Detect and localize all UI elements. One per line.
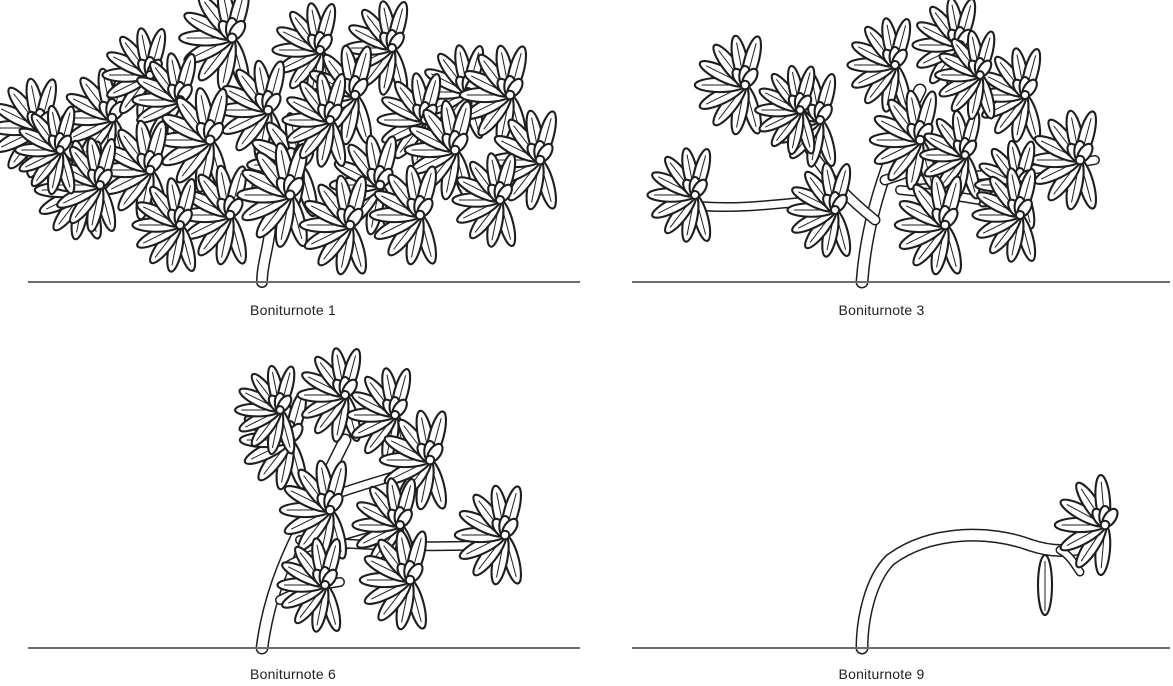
leaf-hub (426, 456, 435, 465)
leaf-hub (1021, 91, 1029, 99)
leaf-hub (286, 191, 295, 200)
leaf-hub (501, 531, 510, 540)
leaf-hub (206, 136, 215, 145)
panel-boniturnote-1: Boniturnote 1 (0, 0, 586, 330)
panel-boniturnote-9: Boniturnote 9 (590, 350, 1173, 686)
leaf-rosette (695, 34, 765, 135)
leaf-hub (891, 61, 899, 69)
leaf-hub (416, 211, 425, 220)
leaf-hub (96, 181, 104, 189)
leaf-hub (108, 114, 117, 123)
leaf-hub (326, 506, 335, 515)
leaf-hub (451, 146, 460, 155)
leaf-hub (264, 106, 273, 115)
leaf-hub (496, 196, 504, 204)
leaf-hub (326, 116, 334, 124)
leaf-hub (976, 71, 984, 79)
leaf-hub (146, 166, 155, 175)
leaf (1038, 555, 1052, 615)
leaf-hub (1101, 521, 1110, 530)
leaf-hub (376, 181, 385, 190)
leaf-hub (316, 46, 324, 54)
plant-illustration-sparse (0, 350, 586, 686)
panel-boniturnote-3: Boniturnote 3 (590, 0, 1173, 330)
leaf-hub (1016, 211, 1024, 219)
leaf-hub (816, 116, 824, 124)
plant-illustration-dense (0, 0, 586, 330)
leaf-rosette (1055, 474, 1121, 575)
leaf-hub (536, 156, 545, 165)
leaf-hub (506, 91, 515, 100)
leaf-hub (351, 91, 360, 100)
leaf-hub (391, 411, 399, 419)
leaf-hub (346, 221, 355, 230)
leaf-rosette (455, 484, 525, 585)
leaf-hub (388, 44, 396, 52)
leaf-hub (916, 136, 925, 145)
leaf-hub (831, 206, 839, 214)
panel-boniturnote-6: Boniturnote 6 (0, 350, 586, 686)
plant-illustration-moderate (590, 0, 1173, 330)
leaf-hub (341, 391, 349, 399)
leaf-hub (228, 34, 237, 43)
leaf-hub (56, 146, 64, 154)
panel-caption: Boniturnote 6 (0, 666, 586, 682)
leaf-hub (796, 106, 804, 114)
leaf-hub (321, 581, 329, 589)
leaf-hub (176, 221, 184, 229)
leaf-hub (406, 576, 415, 585)
plant-illustration-bare (590, 350, 1173, 686)
leaf-hub (961, 151, 969, 159)
leaf-hub (276, 406, 284, 414)
leaf-rosette (847, 17, 913, 113)
leaf-rosette (787, 162, 853, 258)
leaf-hub (226, 211, 235, 220)
leaf-hub (741, 81, 750, 90)
leaf-hub (396, 521, 404, 529)
panel-caption: Boniturnote 3 (590, 302, 1173, 318)
leaf-hub (691, 191, 699, 199)
leaf-hub (1076, 156, 1085, 165)
panel-caption: Boniturnote 9 (590, 666, 1173, 682)
panel-caption: Boniturnote 1 (0, 302, 586, 318)
leaf-hub (941, 221, 950, 230)
leaf-rosette (647, 147, 713, 243)
